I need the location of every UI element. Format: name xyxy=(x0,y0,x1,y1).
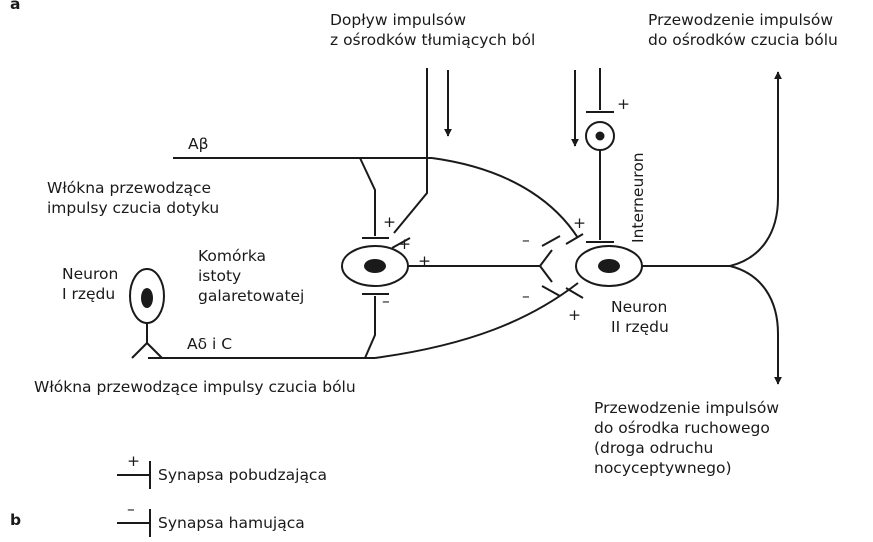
touch-fibers-label-line2: impulsy czucia dotyku xyxy=(47,198,219,218)
gelatinous-cell-label: Komórka istoty galaretowatej xyxy=(198,246,304,306)
abeta-fiber-to-neuron2-curve xyxy=(432,158,578,238)
synapse-bar-inhibit-upper-post xyxy=(566,234,583,244)
legend-inhibitory-label: Synapsa hamująca xyxy=(158,513,305,533)
touch-fibers-label: Włókna przewodzące impulsy czucia dotyku xyxy=(47,178,219,218)
panel-label-a: a xyxy=(10,0,20,14)
neuron1-nucleus xyxy=(141,288,153,308)
neuron1-label-line1: Neuron xyxy=(62,264,118,284)
sign-plus-interneuron: + xyxy=(617,94,630,114)
adelta-c-fiber-label: Aδ i C xyxy=(187,334,232,354)
pain-fibers-label: Włókna przewodzące impulsy czucia bólu xyxy=(34,377,356,397)
neuron1-branch-left xyxy=(132,343,147,358)
neuron1-branch-right xyxy=(147,343,162,358)
panel-label-b: b xyxy=(10,510,21,530)
motor-output-label-line2: do ośrodka ruchowego xyxy=(594,418,779,438)
synapse-bar-inhibit-lower-pre xyxy=(542,286,560,296)
synapse-bar-inhibit-lower-post xyxy=(566,288,583,298)
touch-fibers-label-line1: Włókna przewodzące xyxy=(47,178,219,198)
gelatinous-cell-axon-fork xyxy=(540,250,552,282)
legend-excitatory-label: Synapsa pobudzająca xyxy=(158,465,327,485)
descending-input-label-line2: z ośrodków tłumiących ból xyxy=(330,30,535,50)
gelatinous-cell-label-line1: Komórka xyxy=(198,246,304,266)
neuron2-label-line1: Neuron xyxy=(611,297,669,317)
synapse-bar-inhibit-upper-pre xyxy=(542,236,560,246)
gelatinous-cell-label-line2: istoty xyxy=(198,266,304,286)
interneuron-label: Interneuron xyxy=(628,152,648,243)
abeta-branch-to-gelatinous-cell xyxy=(360,158,375,236)
motor-output-label-line1: Przewodzenie impulsów xyxy=(594,398,779,418)
sign-minus-inhibit-lower: – xyxy=(522,286,530,306)
interneuron-nucleus xyxy=(596,132,605,141)
descending-input-label: Dopływ impulsów z ośrodków tłumiących bó… xyxy=(330,10,535,50)
neuron2-nucleus xyxy=(598,259,620,273)
ascending-output-label-line1: Przewodzenie impulsów xyxy=(648,10,838,30)
sign-plus-abeta-gelatinous: + xyxy=(383,212,396,232)
sign-minus-inhibit-upper: – xyxy=(522,230,530,250)
motor-output-label-line3: (droga odruchu xyxy=(594,438,779,458)
sign-plus-abeta-neuron2: + xyxy=(573,213,586,233)
sign-plus-descending-gelatinous: + xyxy=(398,234,411,254)
neuron1-label: Neuron I rzędu xyxy=(62,264,118,304)
sign-plus-gelatinous-axon: + xyxy=(418,251,431,271)
neuron1-label-line2: I rzędu xyxy=(62,284,118,304)
adelta-c-to-neuron2-curve xyxy=(375,283,578,358)
descending-input-line xyxy=(394,68,427,233)
motor-pathway-arrow xyxy=(730,266,778,384)
adelta-c-branch-to-gelatinous-cell xyxy=(365,296,375,358)
motor-output-label-line4: nocyceptywnego) xyxy=(594,458,779,478)
ascending-output-label: Przewodzenie impulsów do ośrodków czucia… xyxy=(648,10,838,50)
legend-inhibitory-sign: – xyxy=(127,499,135,519)
ascending-output-label-line2: do ośrodków czucia bólu xyxy=(648,30,838,50)
gelatinous-cell-nucleus xyxy=(364,259,386,273)
legend-excitatory-sign: + xyxy=(127,451,140,471)
neuron2-label: Neuron II rzędu xyxy=(611,297,669,337)
motor-output-label: Przewodzenie impulsów do ośrodka ruchowe… xyxy=(594,398,779,478)
abeta-fiber-label: Aβ xyxy=(188,134,209,154)
ascending-pathway-arrow xyxy=(730,72,778,266)
sign-plus-adelta-neuron2: + xyxy=(568,305,581,325)
neuron2-label-line2: II rzędu xyxy=(611,317,669,337)
gelatinous-cell-label-line3: galaretowatej xyxy=(198,286,304,306)
descending-input-label-line1: Dopływ impulsów xyxy=(330,10,535,30)
sign-minus-adelta-gelatinous: – xyxy=(382,291,390,311)
